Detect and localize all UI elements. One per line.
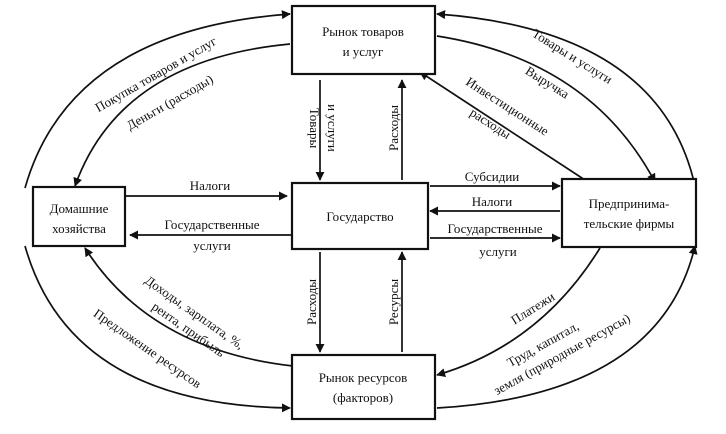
node-resource-market-line1: Рынок ресурсов [319, 370, 408, 385]
node-firms-line2: тельские фирмы [584, 216, 675, 231]
node-goods-market: Рынок товаров и услуг [290, 4, 437, 76]
label-goods-services-vertical-1: Товары [307, 108, 322, 149]
node-resource-market-line2: (факторов) [333, 390, 393, 405]
label-taxes-firms: Налоги [472, 194, 513, 209]
label-state-services-right-2: услуги [479, 244, 517, 259]
arrow-resource-supply [24, 245, 291, 413]
arrow-revenue [436, 35, 656, 183]
node-government: Государство [290, 181, 430, 251]
node-government-label: Государство [326, 209, 393, 224]
arrow-payments [436, 247, 601, 378]
arrow-incomes [84, 247, 294, 367]
label-payments: Платежи [508, 289, 557, 328]
label-state-services-left-2: услуги [193, 238, 231, 253]
label-expenses-up: Расходы [386, 105, 401, 151]
label-resources-up: Ресурсы [386, 279, 401, 326]
node-households-line1: Домашние [50, 201, 109, 216]
label-expenses-down: Расходы [304, 279, 319, 325]
node-resource-market: Рынок ресурсов (факторов) [290, 353, 437, 421]
arrow-labor-capital-land [436, 245, 698, 409]
node-households-line2: хозяйства [52, 221, 106, 236]
node-goods-market-line1: Рынок товаров [322, 24, 404, 39]
node-firms-line1: Предпринима- [589, 196, 670, 211]
arrow-purchase-goods [24, 10, 291, 189]
label-goods-services-vertical-2: и услуги [325, 104, 340, 152]
arrow-goods-services-top [436, 10, 696, 187]
label-subsidies: Субсидии [465, 169, 520, 184]
node-households: Домашние хозяйства [31, 185, 127, 248]
label-state-services-left-1: Государственные [164, 217, 259, 232]
node-firms: Предпринима- тельские фирмы [560, 177, 698, 249]
label-state-services-right-1: Государственные [447, 221, 542, 236]
arrow-money-expenses [73, 43, 291, 187]
arrow-investment-expenses [419, 71, 586, 181]
node-goods-market-line2: и услуг [343, 44, 384, 59]
label-taxes-households: Налоги [190, 178, 231, 193]
